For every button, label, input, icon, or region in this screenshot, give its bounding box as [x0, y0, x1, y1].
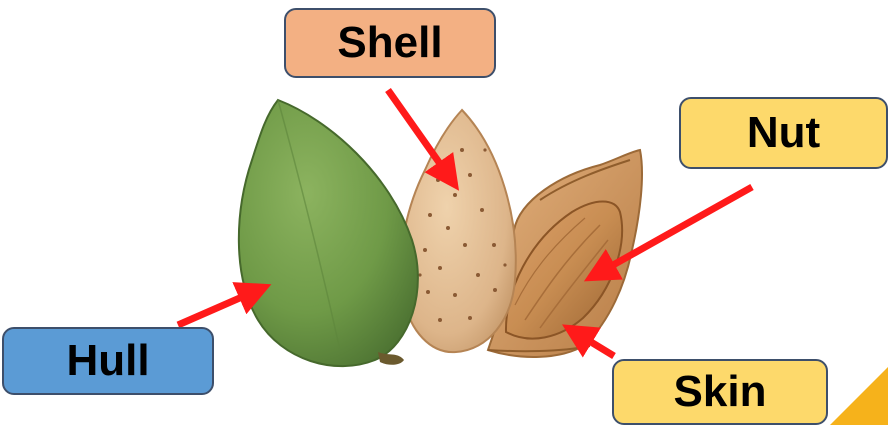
- almond-shell: [401, 110, 516, 352]
- skin-label: Skin: [612, 359, 828, 425]
- shell-label: Shell: [284, 8, 496, 78]
- hull-label-text: Hull: [66, 336, 149, 386]
- hull-label: Hull: [2, 327, 214, 395]
- shell-label-text: Shell: [337, 18, 442, 68]
- nut-label-text: Nut: [747, 108, 820, 158]
- green-hull: [239, 100, 418, 366]
- corner-accent: [830, 367, 888, 425]
- nut-label: Nut: [679, 97, 888, 169]
- skin-label-text: Skin: [674, 367, 767, 417]
